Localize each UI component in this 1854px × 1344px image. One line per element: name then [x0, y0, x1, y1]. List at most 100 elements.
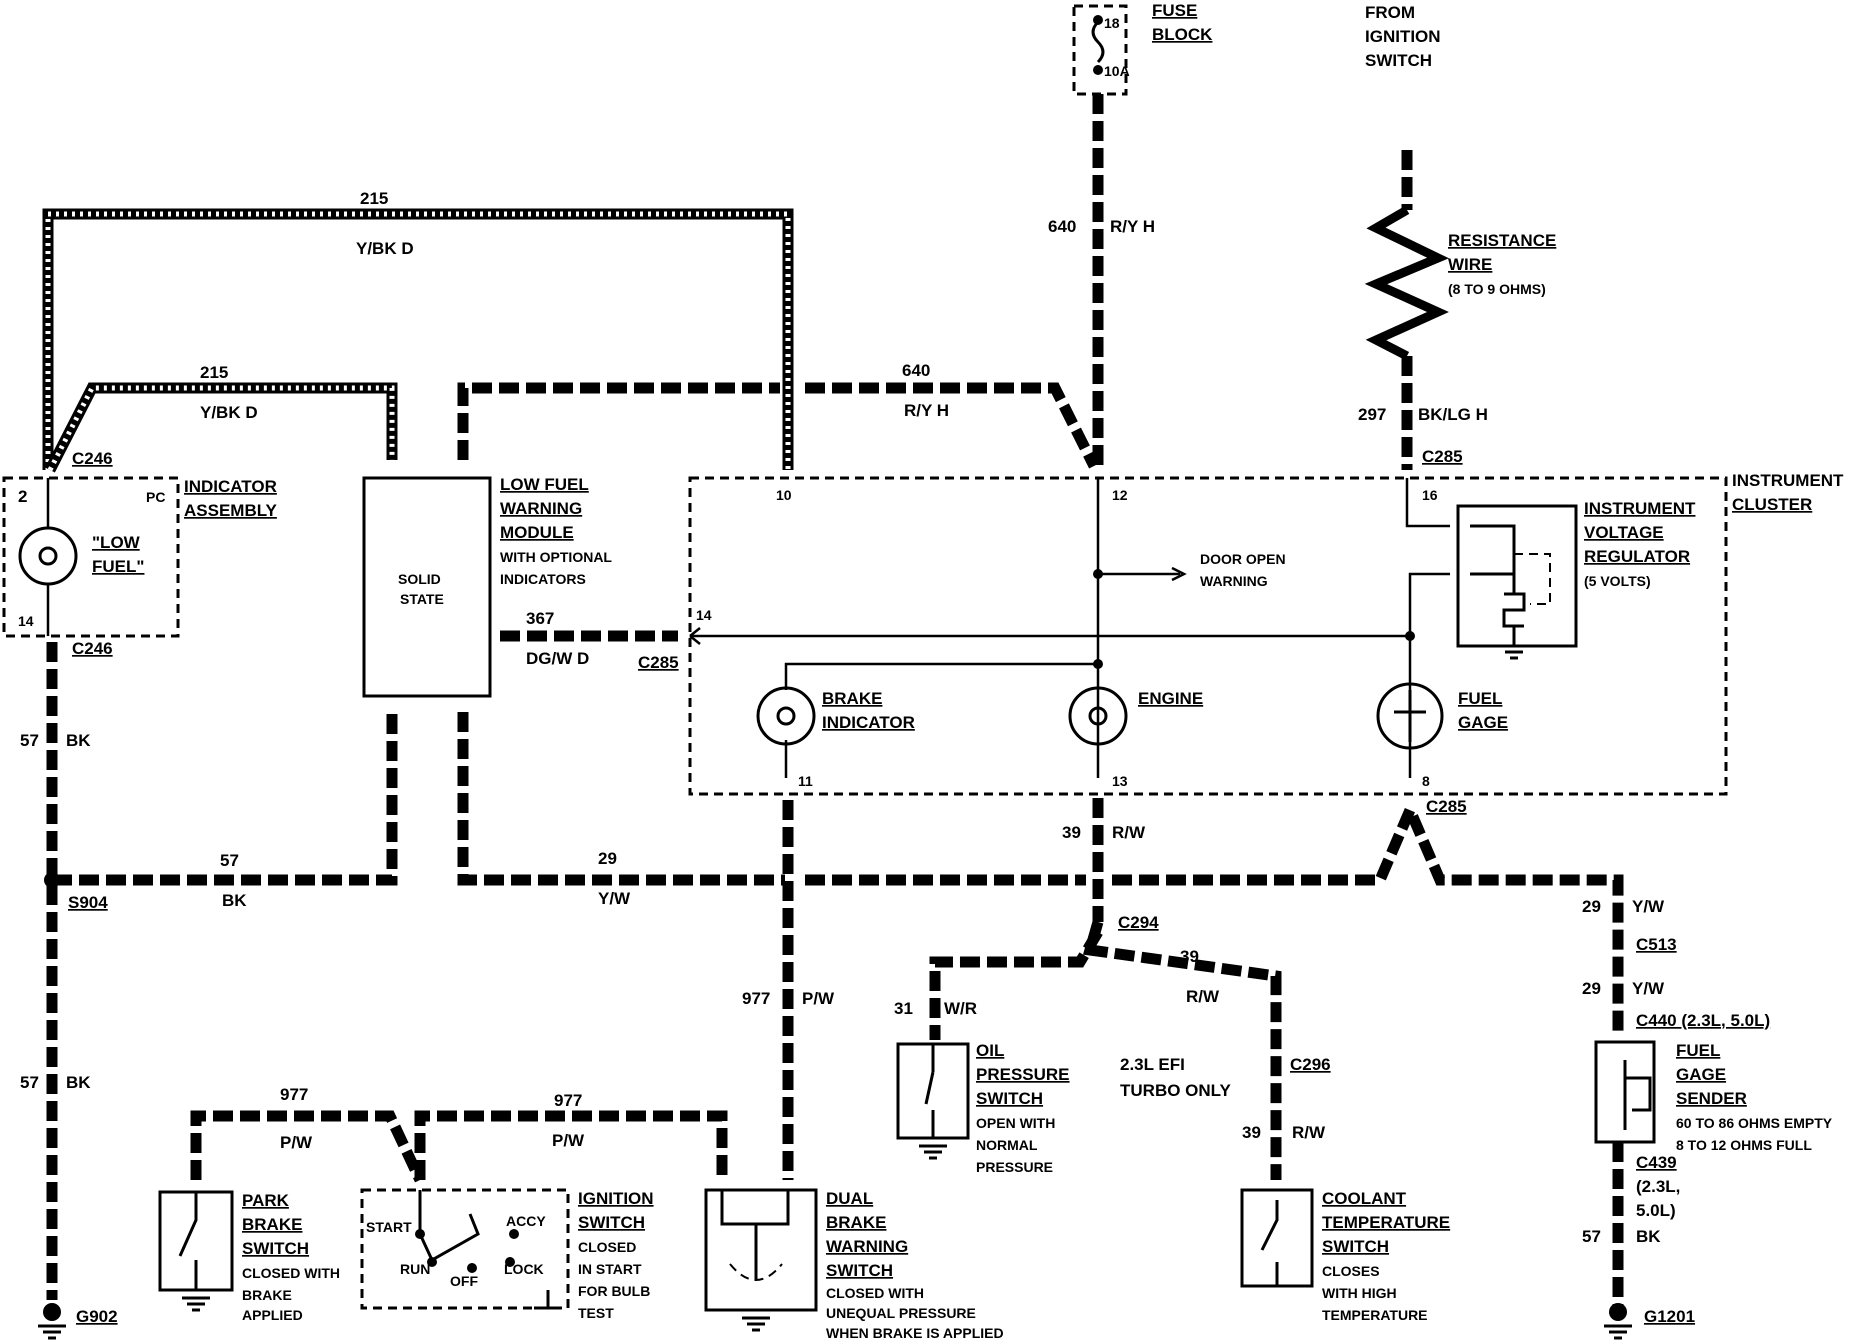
brake-indicator-label: BRAKE [822, 689, 882, 708]
fuse-block: 18 10A FUSE BLOCK [1072, 1, 1213, 96]
w29-r2-num: 29 [1582, 979, 1601, 998]
resistance-wire-label-2: WIRE [1448, 255, 1492, 274]
w29-r1-num: 29 [1582, 897, 1601, 916]
voltage-regulator-label-2: VOLTAGE [1584, 523, 1664, 542]
connector-c285-top: C285 [1422, 447, 1463, 466]
w640-vert-num: 640 [1048, 217, 1076, 236]
from-ignition-label-2: IGNITION [1365, 27, 1441, 46]
wire-977-park [190, 1110, 425, 1183]
wire-29 [457, 712, 785, 886]
w297-color: BK/LG H [1418, 405, 1488, 424]
engine-lamp [1068, 686, 1128, 746]
door-open-label: DOOR OPEN [1200, 551, 1286, 567]
connector-c296: C296 [1290, 1055, 1331, 1074]
ground-symbol-g1201 [1604, 1303, 1632, 1340]
wire-57-s904 [52, 712, 398, 886]
oil-note-3: PRESSURE [976, 1159, 1053, 1175]
connector-c440: C440 (2.3L, 5.0L) [1636, 1011, 1770, 1030]
w215-top-color: Y/BK D [356, 239, 414, 258]
dual-brake-label-3: WARNING [826, 1237, 908, 1256]
dual-note-2: UNEQUAL PRESSURE [826, 1305, 976, 1321]
ignition-switch-label-2: SWITCH [578, 1213, 645, 1232]
fuel-gage-label-2: GAGE [1458, 713, 1508, 732]
coolant-note: CLOSES [1322, 1263, 1380, 1279]
ignition-note-3: FOR BULB [578, 1283, 650, 1299]
wire-640-horizontal-b [805, 382, 1099, 469]
w29-r1-color: Y/W [1632, 897, 1665, 916]
ground-g1201: G1201 [1644, 1307, 1695, 1326]
ignition-note-4: TEST [578, 1305, 614, 1321]
pin-14-cluster: 14 [696, 607, 712, 623]
connector-c294: C294 [1118, 913, 1159, 932]
w977-c-num: 977 [554, 1091, 582, 1110]
solid-state-label: SOLID [398, 571, 441, 587]
fuel-gage-label: FUEL [1458, 689, 1502, 708]
low-fuel-module-label-2: WARNING [500, 499, 582, 518]
ign-off: OFF [450, 1273, 478, 1289]
w29-r2-color: Y/W [1632, 979, 1665, 998]
fuse-rating: 10A [1104, 63, 1130, 79]
connector-c246-bottom: C246 [72, 639, 113, 658]
w29-num: 29 [598, 849, 617, 868]
w367-color: DG/W D [526, 649, 589, 668]
park-note-3: APPLIED [242, 1307, 303, 1323]
w29-color: Y/W [598, 889, 631, 908]
fuse-number: 18 [1104, 15, 1120, 31]
voltage-regulator-label: INSTRUMENT [1584, 499, 1696, 518]
fuse-block-label-2: BLOCK [1152, 25, 1213, 44]
w977-c-color: P/W [552, 1131, 585, 1150]
pin-13: 13 [1112, 773, 1128, 789]
ign-start: START [366, 1219, 412, 1235]
w977-b-num: 977 [280, 1085, 308, 1104]
wire-977-ign [414, 1110, 728, 1180]
oil-pressure-switch [896, 1042, 970, 1160]
instrument-cluster-label-2: CLUSTER [1732, 495, 1812, 514]
fuel-gage-sender [1594, 1040, 1656, 1144]
pin-11: 11 [798, 773, 813, 789]
coolant-switch-label-2: TEMPERATURE [1322, 1213, 1450, 1232]
coolant-note-2: WITH HIGH [1322, 1285, 1397, 1301]
c439-note-2: 5.0L) [1636, 1201, 1676, 1220]
connector-c285-bottom: C285 [1426, 797, 1467, 816]
sender-note: 60 TO 86 OHMS EMPTY [1676, 1115, 1833, 1131]
w297-num: 297 [1358, 405, 1386, 424]
connector-c513: C513 [1636, 935, 1677, 954]
ign-lock: LOCK [504, 1261, 544, 1277]
pin-12: 12 [1112, 487, 1128, 503]
low-fuel-lamp-label: "LOW [92, 533, 141, 552]
w640-horiz-color: R/Y H [904, 401, 949, 420]
brake-indicator-lamp [756, 686, 816, 746]
wire-215-outer [42, 208, 794, 470]
brake-indicator-label-2: INDICATOR [822, 713, 915, 732]
w640-vert-color: R/Y H [1110, 217, 1155, 236]
solid-state-label-2: STATE [400, 591, 444, 607]
ground-g902: G902 [76, 1307, 118, 1326]
ignition-switch [360, 1188, 570, 1310]
w57-b-color: BK [222, 891, 247, 910]
park-brake-label-2: BRAKE [242, 1215, 302, 1234]
connector-c439: C439 [1636, 1153, 1677, 1172]
instrument-voltage-regulator [1456, 504, 1578, 660]
w57-b-num: 57 [220, 851, 239, 870]
oil-switch-label-3: SWITCH [976, 1089, 1043, 1108]
w977-b-color: P/W [280, 1133, 313, 1152]
voltage-regulator-note: (5 VOLTS) [1584, 573, 1651, 589]
coolant-temperature-switch [1240, 1188, 1314, 1288]
resistance-wire-label: RESISTANCE [1448, 231, 1556, 250]
instrument-cluster-label: INSTRUMENT [1732, 471, 1844, 490]
w215-low-num: 215 [200, 363, 228, 382]
w39-a-color: R/W [1112, 823, 1146, 842]
fuel-gage-meter [1376, 682, 1444, 750]
pin-10: 10 [776, 487, 792, 503]
w39-c-num: 39 [1242, 1123, 1261, 1142]
engine-label: ENGINE [1138, 689, 1203, 708]
ignition-note-2: IN START [578, 1261, 642, 1277]
park-brake-label-3: SWITCH [242, 1239, 309, 1258]
indicator-assembly-label: INDICATOR [184, 477, 277, 496]
w39-b-color: R/W [1186, 987, 1220, 1006]
w57-r-num: 57 [1582, 1227, 1601, 1246]
turbo-note-2: TURBO ONLY [1120, 1081, 1231, 1100]
w215-top-num: 215 [360, 189, 388, 208]
w31-color: W/R [944, 999, 977, 1018]
